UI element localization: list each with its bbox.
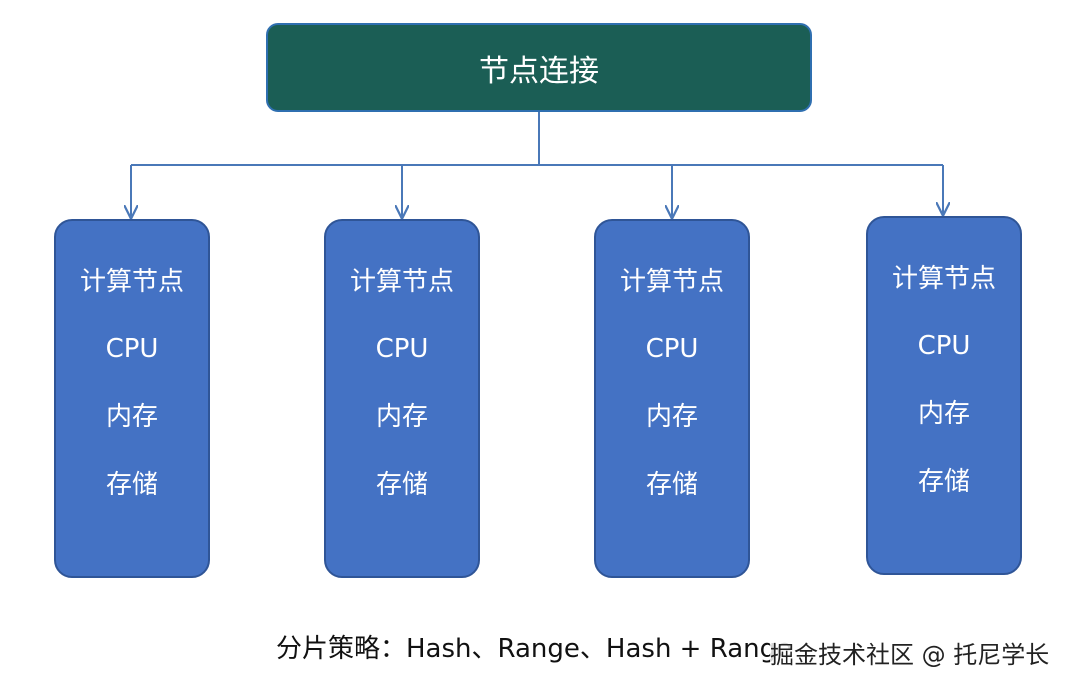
node-cpu: CPU [917,331,971,361]
compute-node-3: 计算节点 CPU 内存 存储 [594,219,750,578]
compute-node-2: 计算节点 CPU 内存 存储 [324,219,480,578]
node-memory: 内存 [375,402,428,432]
node-cpu: CPU [645,334,699,364]
watermark: 掘金技术社区 @ 托尼学长 [770,636,1070,669]
compute-node-4: 计算节点 CPU 内存 存储 [866,216,1022,575]
node-storage: 存储 [105,470,158,500]
node-cpu: CPU [375,334,429,364]
node-title: 计算节点 [79,267,184,297]
node-cpu: CPU [105,334,159,364]
compute-node-1: 计算节点 CPU 内存 存储 [54,219,210,578]
node-storage: 存储 [645,470,698,500]
node-title: 计算节点 [891,264,996,294]
node-storage: 存储 [917,467,970,497]
sharding-caption: 分片策略：Hash、Range、Hash + Range [276,634,793,664]
root-node: 节点连接 [266,23,812,112]
node-storage: 存储 [375,470,428,500]
node-title: 计算节点 [619,267,724,297]
node-title: 计算节点 [349,267,454,297]
root-label: 节点连接 [479,53,599,89]
node-memory: 内存 [917,399,970,429]
node-memory: 内存 [645,402,698,432]
node-memory: 内存 [105,402,158,432]
